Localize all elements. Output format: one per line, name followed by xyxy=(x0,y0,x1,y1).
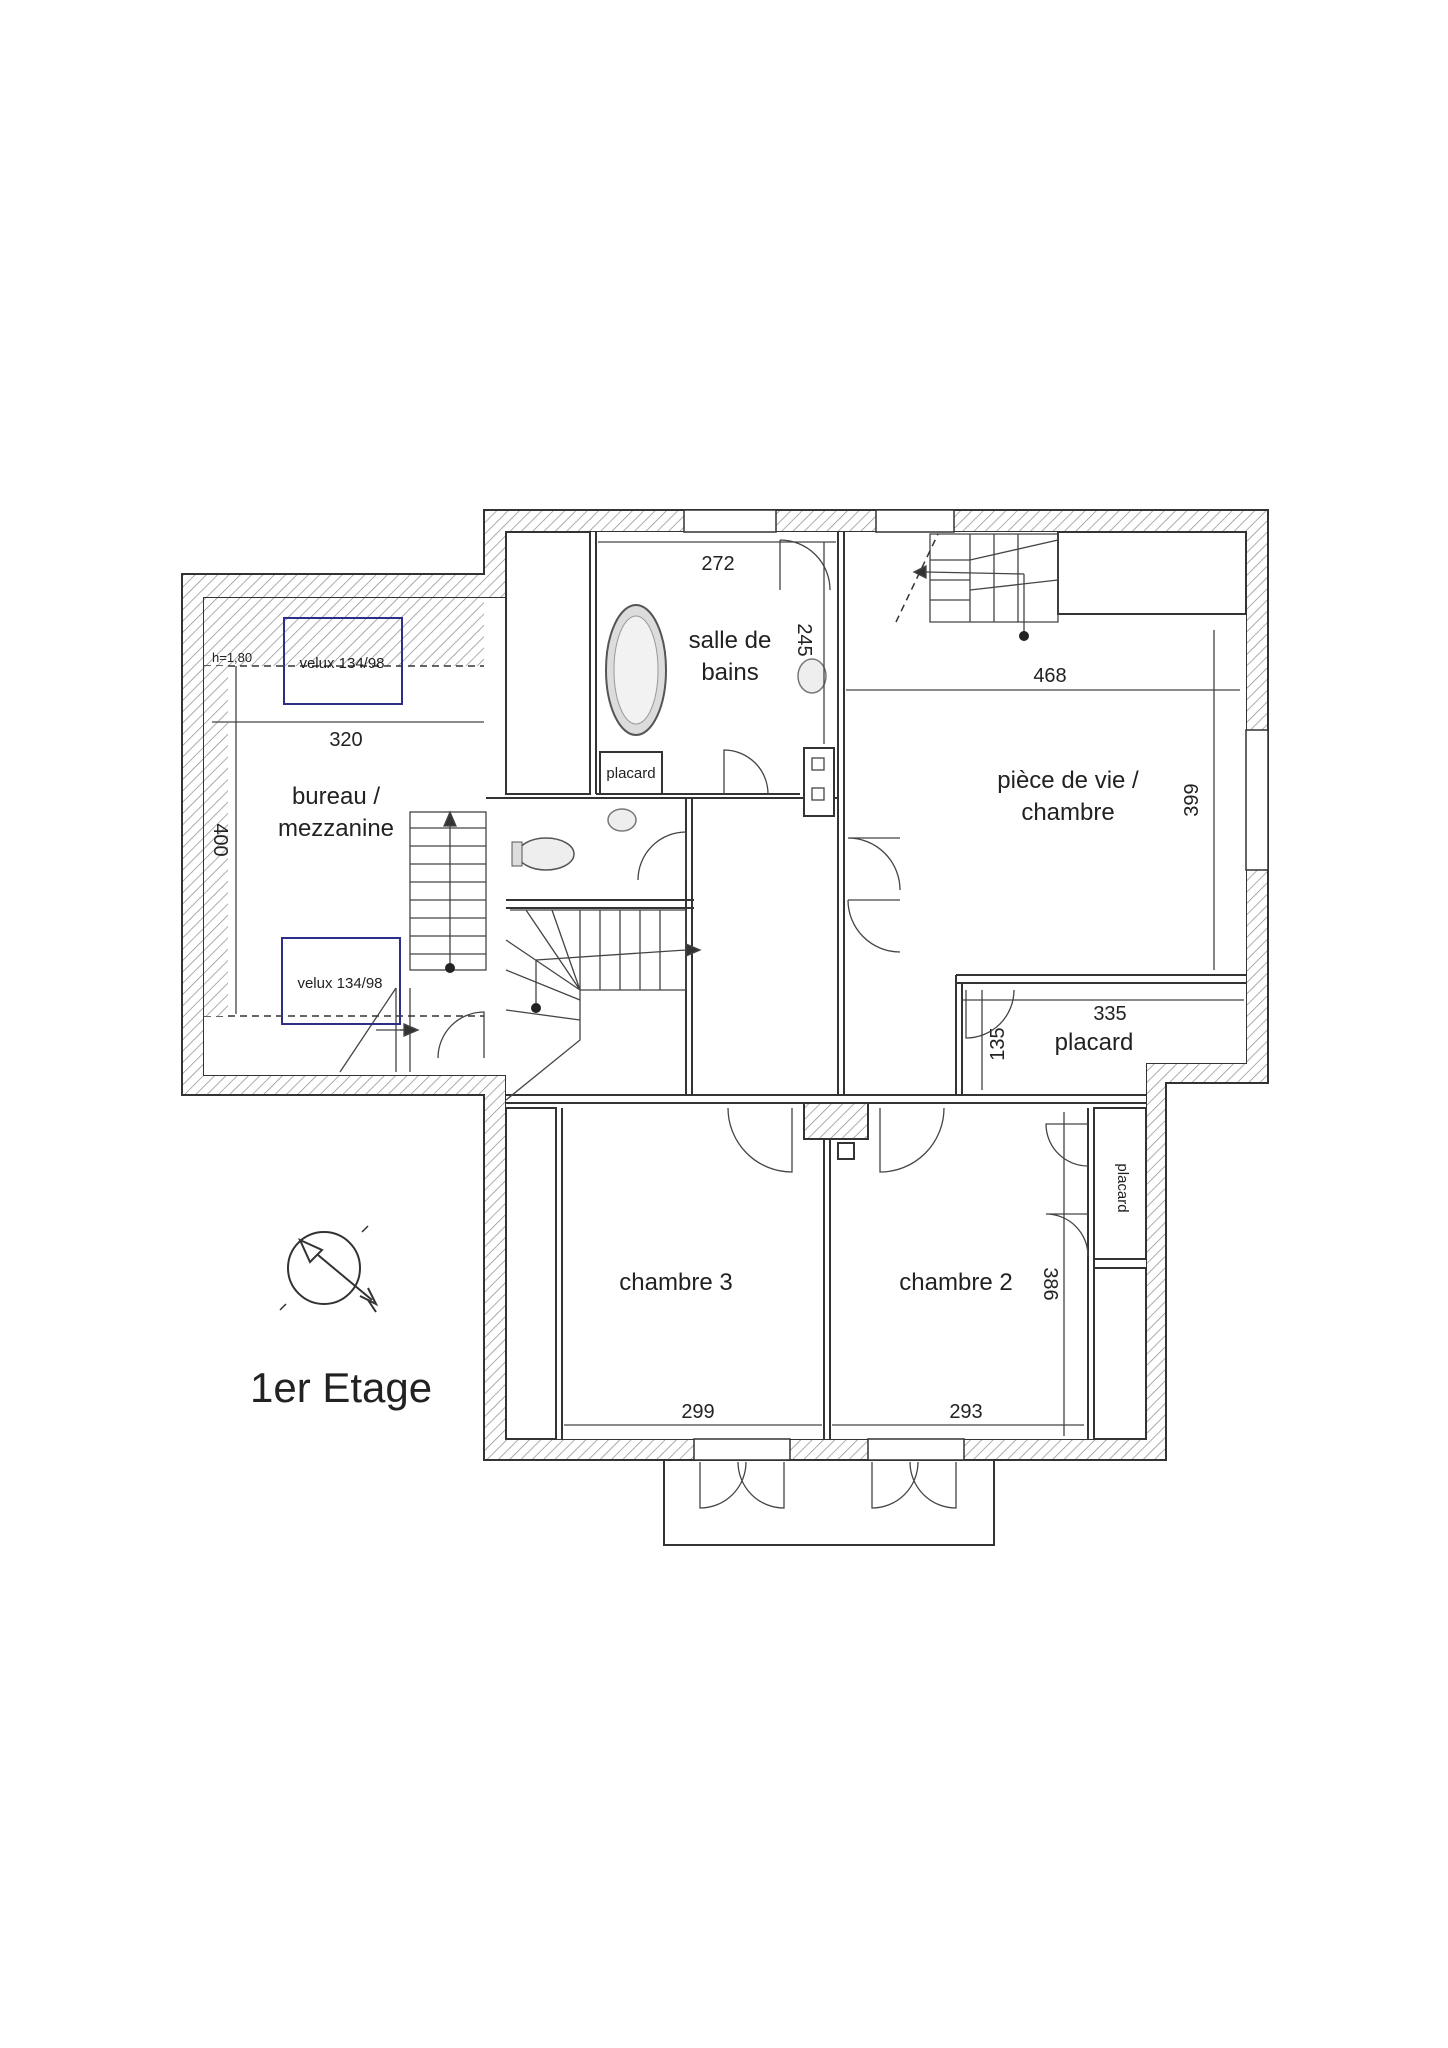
velux-bottom-label: velux 134/98 xyxy=(297,975,382,992)
dim-bureau-width: 320 xyxy=(329,729,362,751)
vent-square xyxy=(837,1142,855,1160)
compass-icon xyxy=(279,1225,379,1313)
window-top-bath xyxy=(683,509,777,533)
dimension-lines xyxy=(212,541,1244,1436)
stair-dot-a xyxy=(445,963,455,973)
dim-living-height: 399 xyxy=(1181,783,1203,816)
corridor-pier xyxy=(803,1102,869,1140)
balcony xyxy=(663,1460,995,1546)
right-column-bottom-b xyxy=(1093,1267,1147,1440)
dim-placard-height: 135 xyxy=(987,1027,1009,1060)
low-ceiling-left xyxy=(204,666,228,1016)
interior-floor xyxy=(204,532,1246,1439)
dim-bureau-height: 400 xyxy=(209,823,231,856)
dim-bath-width: 272 xyxy=(701,553,734,575)
left-column-top xyxy=(505,531,591,795)
duct-square-b xyxy=(811,787,825,801)
stair-dot-c xyxy=(1019,631,1029,641)
velux-bottom xyxy=(281,937,401,1025)
left-column-bottom xyxy=(505,1107,557,1440)
bathtub-inner xyxy=(613,615,659,725)
ceiling-height-label: h=1,80 xyxy=(212,650,252,665)
placard-bath-box xyxy=(599,751,663,795)
label-salle-de-bains-2: bains xyxy=(701,659,758,686)
toilet xyxy=(517,837,575,871)
title: 1er Etage xyxy=(250,1364,432,1411)
bath-sink xyxy=(797,658,827,694)
low-ceiling-top xyxy=(204,598,484,666)
dim-chambre3-width: 299 xyxy=(681,1401,714,1423)
window-bottom-right xyxy=(867,1438,965,1461)
window-right-living xyxy=(1245,729,1269,871)
top-right-closet xyxy=(1057,531,1247,615)
label-chambre-2: chambre 2 xyxy=(899,1269,1012,1296)
stairs xyxy=(339,533,1059,1101)
stair-dot-b xyxy=(531,1003,541,1013)
wc-sink xyxy=(607,808,637,832)
label-bureau-1: bureau / xyxy=(292,783,380,810)
label-salle-de-bains-1: salle de xyxy=(689,627,772,654)
dim-chambre2-width: 293 xyxy=(949,1401,982,1423)
duct xyxy=(803,747,835,817)
right-column-bottom-a xyxy=(1093,1107,1147,1260)
label-piece-de-vie-1: pièce de vie / xyxy=(997,767,1139,794)
velux-top xyxy=(283,617,403,705)
dim-placard-width: 335 xyxy=(1093,1003,1126,1025)
label-bureau-2: mezzanine xyxy=(278,815,394,842)
toilet-tank xyxy=(511,841,523,867)
label-placard-large: placard xyxy=(1055,1029,1134,1056)
dim-bath-height: 245 xyxy=(793,623,815,656)
label-piece-de-vie-2: chambre xyxy=(1021,799,1114,826)
label-placard-right: placard xyxy=(1114,1163,1131,1212)
window-top-living xyxy=(875,509,955,533)
duct-square-a xyxy=(811,757,825,771)
label-placard-bath: placard xyxy=(606,765,655,782)
window-bottom-left xyxy=(693,1438,791,1461)
velux-top-label: velux 134/98 xyxy=(299,655,384,672)
label-chambre-3: chambre 3 xyxy=(619,1269,732,1296)
dim-chambre2-height: 386 xyxy=(1039,1267,1061,1300)
dim-living-width: 468 xyxy=(1033,665,1066,687)
